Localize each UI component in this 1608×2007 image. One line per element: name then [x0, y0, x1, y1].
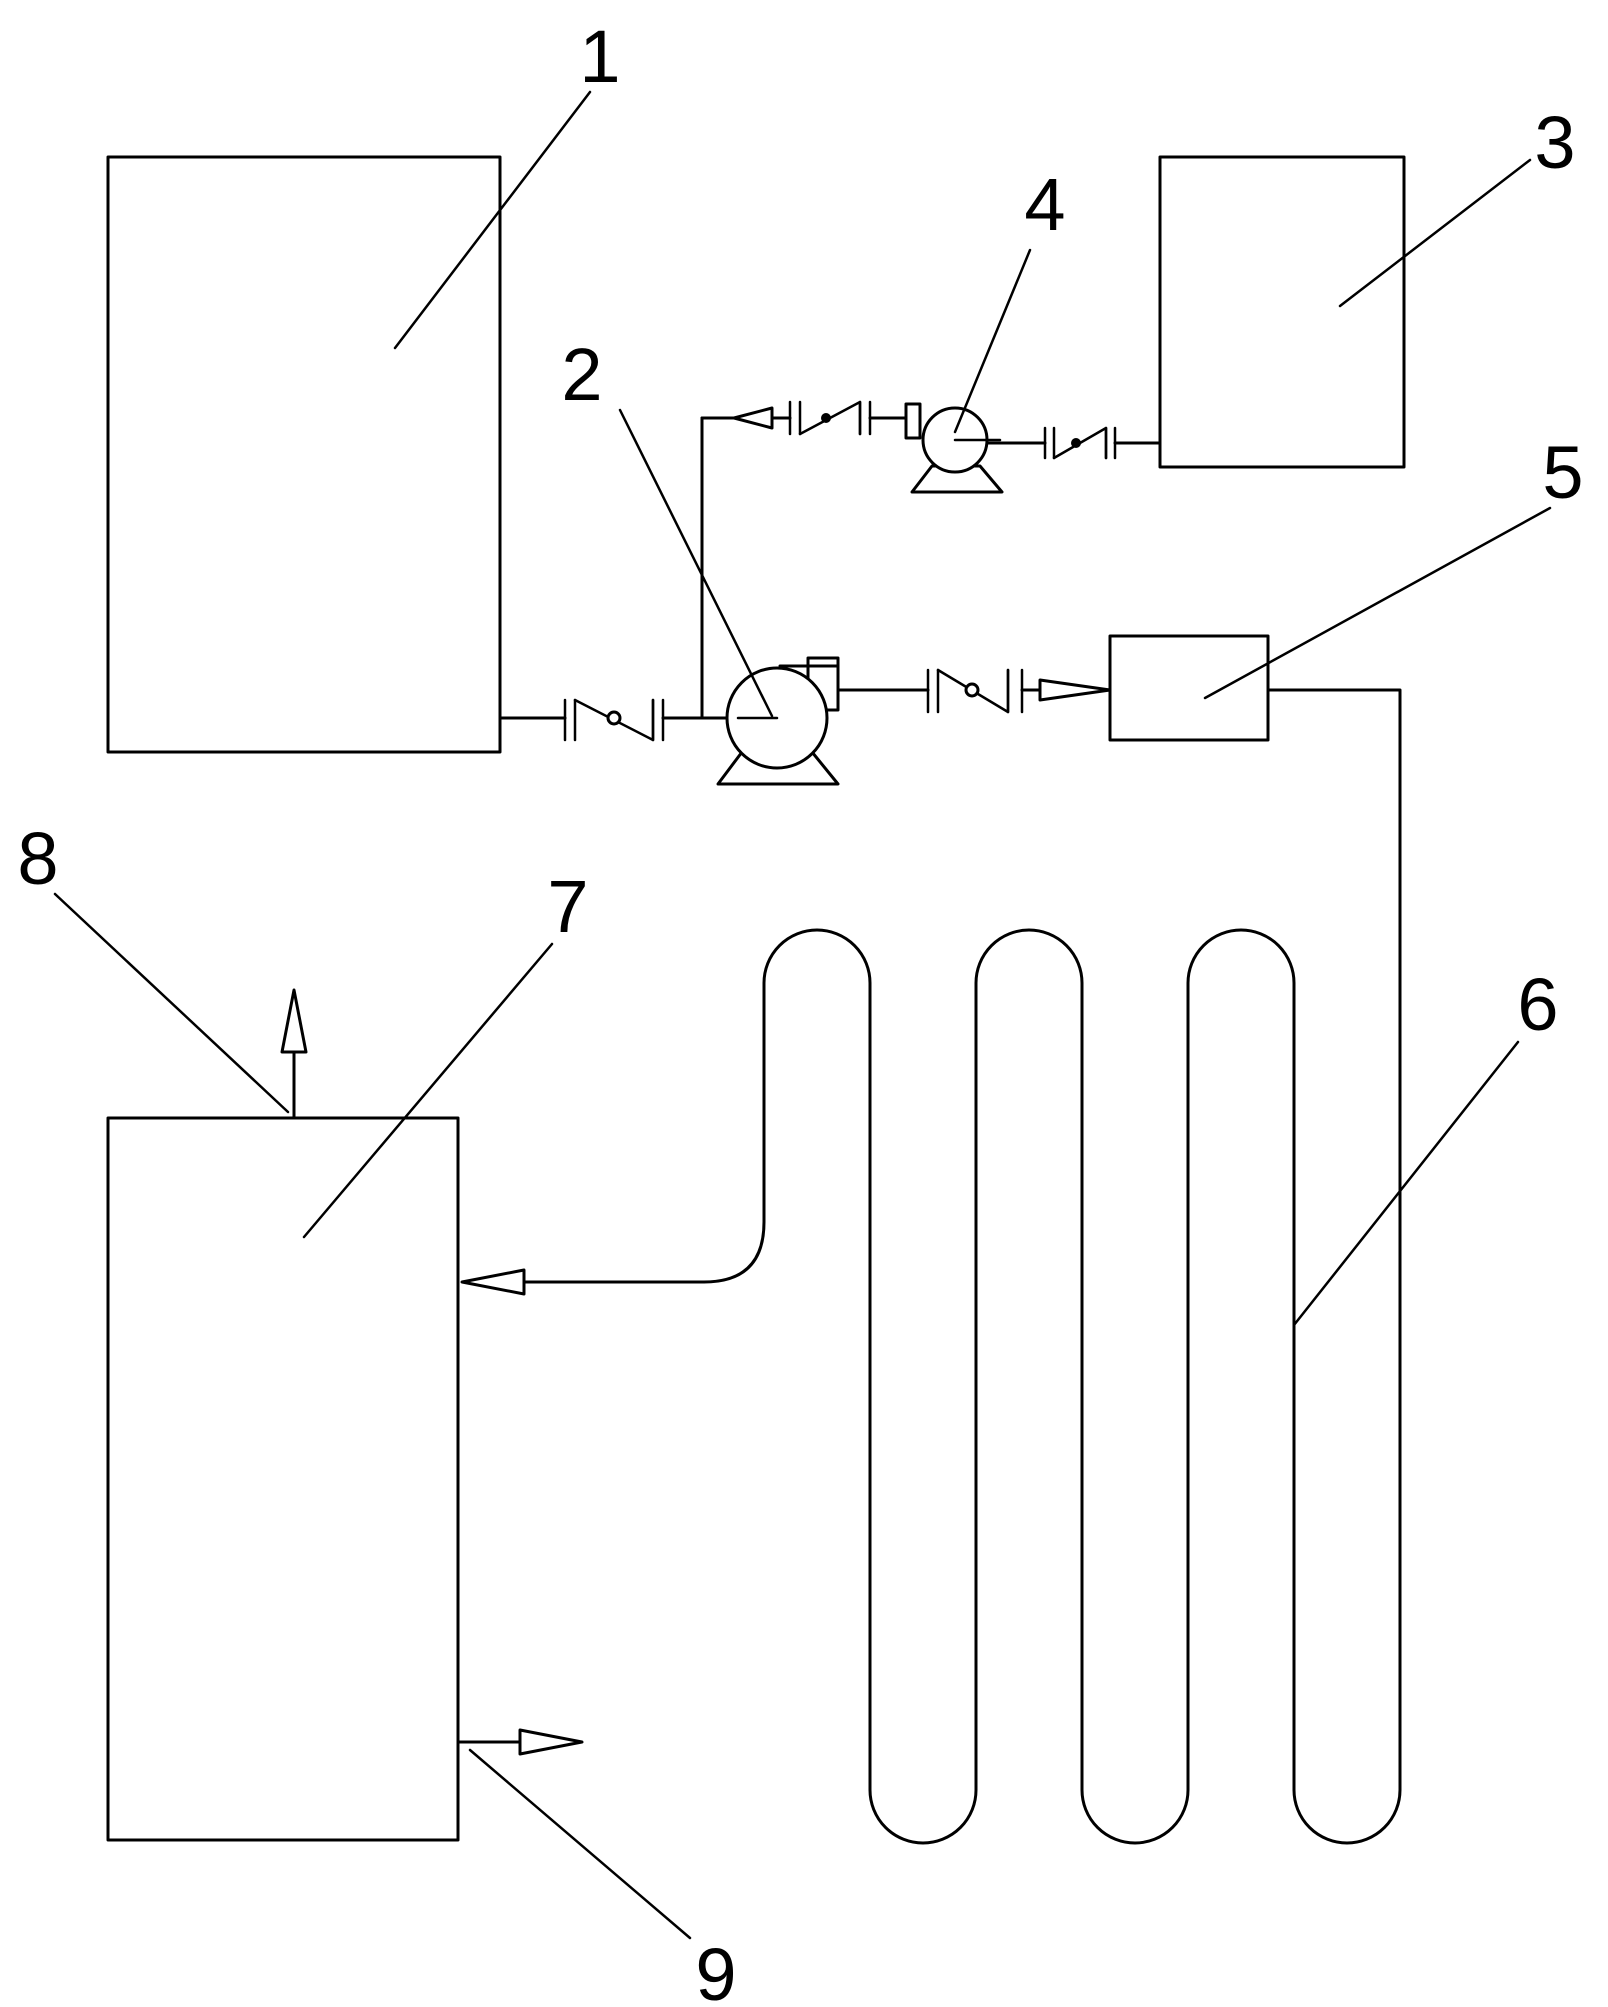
leader-line-7 — [302, 942, 554, 1239]
leader-line-9 — [468, 1748, 692, 1940]
check-valve-top-left — [788, 400, 872, 436]
flow-arrow-into-vessel7 — [460, 1268, 526, 1296]
leader-line-6 — [1292, 1040, 1520, 1327]
flow-arrow-to-unit5 — [1038, 678, 1112, 702]
leader-line-2 — [618, 408, 774, 718]
label-9: 9 — [695, 1933, 736, 2007]
check-valve-main-right — [926, 668, 1024, 714]
outlet-9 — [456, 1728, 584, 1756]
outlet-8 — [280, 988, 308, 1120]
label-6: 6 — [1517, 963, 1558, 1046]
flow-arrow-branch — [732, 406, 792, 430]
leader-line-4 — [953, 248, 1032, 434]
check-valve-top-right — [1043, 426, 1117, 460]
pump-4 — [904, 402, 1004, 494]
label-7: 7 — [547, 865, 588, 948]
tank-1 — [106, 155, 502, 754]
tank-3 — [1158, 155, 1406, 469]
label-1: 1 — [579, 15, 620, 98]
unit-5 — [1108, 634, 1270, 742]
leader-line-3 — [1338, 158, 1532, 308]
label-5: 5 — [1542, 431, 1583, 514]
label-4: 4 — [1024, 163, 1065, 246]
vessel-7 — [106, 1116, 460, 1842]
leader-line-1 — [393, 90, 592, 350]
pump-2 — [716, 656, 840, 786]
label-3: 3 — [1534, 101, 1575, 184]
pipe-branch-up — [700, 416, 752, 720]
leader-line-8 — [53, 892, 290, 1114]
coil-6 — [518, 688, 1402, 1845]
label-2: 2 — [561, 333, 602, 416]
label-8: 8 — [17, 817, 58, 900]
leader-line-5 — [1203, 506, 1552, 700]
check-valve-main-left — [563, 698, 665, 742]
